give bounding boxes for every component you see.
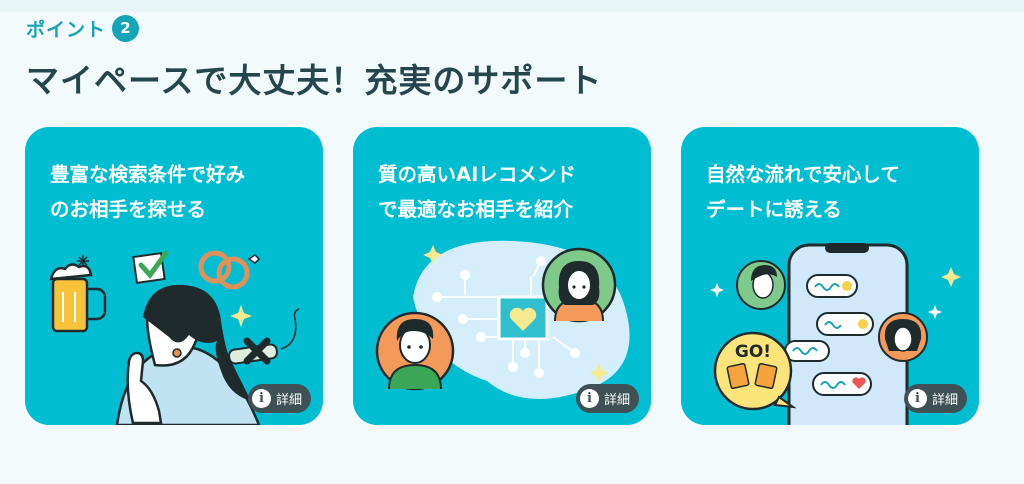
detail-button-label: 詳細	[603, 393, 630, 408]
woman-thinking-figure	[115, 284, 261, 425]
info-icon: i	[579, 389, 599, 408]
beer-mug-icon	[726, 362, 778, 390]
card-description: 質の高いAIレコメンド で最適なお相手を紹介	[378, 157, 638, 227]
feature-card-date-invite[interactable]: GO! 自然な流れで安心して デートに誘える i 詳細	[681, 127, 979, 425]
ai-recommend-illustration	[375, 240, 630, 399]
go-speech-bubble: GO!	[713, 331, 797, 411]
beer-mug-icon	[49, 263, 107, 333]
detail-button[interactable]: i 詳細	[903, 384, 967, 413]
top-strip	[0, 0, 1024, 12]
card-line-1: 豊富な検索条件で好み	[50, 163, 246, 186]
feature-card-ai-recommend[interactable]: 質の高いAIレコメンド で最適なお相手を紹介 i 詳細	[353, 127, 651, 425]
card-line-1: 自然な流れで安心して	[706, 163, 900, 186]
man-avatar	[375, 311, 455, 391]
checkmark-icon	[132, 250, 169, 284]
go-label: GO!	[735, 342, 771, 362]
card-line-2: デートに誘える	[706, 198, 842, 221]
card-description: 豊富な検索条件で好み のお相手を探せる	[50, 157, 310, 227]
woman-avatar	[541, 247, 617, 323]
point-label: ポイント 2	[26, 13, 140, 43]
date-invite-illustration: GO!	[710, 243, 961, 425]
detail-button-label: 詳細	[931, 393, 958, 408]
point-label-text: ポイント	[26, 18, 107, 41]
detail-button-label: 詳細	[275, 393, 302, 408]
rings-icon	[198, 250, 261, 290]
feature-card-search[interactable]: 豊富な検索条件で好み のお相手を探せる i 詳細	[25, 127, 323, 425]
detail-button[interactable]: i 詳細	[575, 384, 639, 413]
search-illustration	[49, 250, 300, 425]
point-number-badge: 2	[112, 14, 140, 42]
detail-button[interactable]: i 詳細	[247, 384, 311, 413]
page-title: マイペースで大丈夫！充実のサポート	[26, 61, 603, 100]
man-avatar	[736, 260, 786, 310]
card-description: 自然な流れで安心して デートに誘える	[706, 157, 966, 227]
woman-avatar	[878, 312, 928, 362]
info-icon: i	[907, 389, 927, 408]
info-icon: i	[251, 389, 271, 408]
card-line-2: のお相手を探せる	[50, 198, 207, 221]
card-line-2: で最適なお相手を紹介	[378, 198, 574, 221]
sparkle-icon	[423, 245, 609, 383]
heart-icon	[852, 377, 866, 389]
card-line-1: 質の高いAIレコメンド	[378, 163, 576, 186]
heart-icon	[497, 295, 549, 341]
